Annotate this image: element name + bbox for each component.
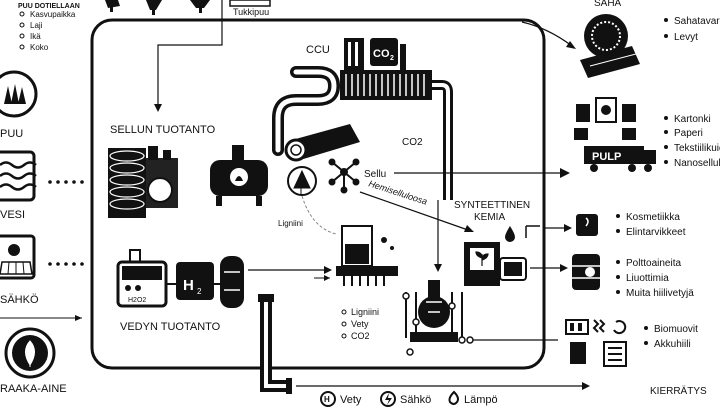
svg-text:CO: CO [373,48,390,60]
recycle-item: Akkuhiili [654,339,691,350]
pipe-to-ccu [272,66,341,156]
recycle-products-icon [565,319,627,367]
hydrogen-production-label: VEDYN TUOTANTO [120,321,221,333]
ccu-label: CCU [306,44,330,56]
synthetic-chem-label-1: SYNTEETTINEN [454,200,530,211]
pulp-item: Tekstiilikuidut [674,143,720,154]
reactor-output-item: Ligniini [351,307,379,317]
cellulose-label: Sellu [364,169,386,180]
wood-log-icon [284,124,360,162]
leaf-icon [4,327,56,379]
ccu-unit-icon: CO 2 [340,38,432,100]
pulp-mill-icon [108,145,268,218]
hydrogen-icon [320,391,336,407]
left-inputs: PUU VESI SÄHKÖ RAAKA-AINE [0,70,84,395]
synthetic-chem-label-2: KEMIA [474,212,505,223]
tree-info-item: Koko [30,43,49,52]
recycle-item: Biomuovit [654,324,698,335]
input-label-vesi: VESI [0,209,25,221]
tree-info-block: PUU DOTIELLAAN Kasvupaikka Laji Ikä Koko… [18,0,271,52]
cosmetics-item: Kosmetiikka [626,212,680,223]
fuel-item: Liuottimia [626,273,669,284]
hemicellulose-label: Hemiselluloosa [367,178,428,206]
sawmill-icon [580,14,640,78]
legend-label-sahko: Sähkö [400,394,431,406]
co2-badge [370,38,398,66]
pulp-truck-icon: PULP [574,97,656,172]
pulp-item: Kartonki [674,114,711,125]
input-label-sahko: SÄHKÖ [0,294,39,306]
hydrogen-plant-icon: H2O2 H 2 [116,249,244,308]
pulp-item: Paperi [674,128,703,139]
cosmetics-item: Elintarvikkeet [626,227,686,238]
recycling-label: KIERRÄTYS [650,385,707,397]
sawmill-item: Sahatavara [674,16,720,27]
tree-info-item: Laji [30,21,43,30]
fuel-item: Polttoaineita [626,258,681,269]
synthetic-chem-icon [464,226,527,286]
svg-text:2: 2 [390,55,394,62]
cosmetics-icon [576,214,598,236]
reactor-icon [336,225,398,286]
tree-icons-top [105,0,210,15]
fuel-item: Muita hiilivetyjä [626,288,694,299]
main-process-frame [90,18,546,370]
forest-icon [0,70,38,118]
tree-molecule-icon [287,166,317,196]
legend-label-lampo: Lämpö [464,394,498,406]
water-waves-icon [0,150,36,202]
h2-tank-label: H [183,277,194,294]
tree-info-item: Ikä [30,32,41,41]
sawmill-label: SAHA [594,0,622,9]
molecule-icon [328,158,360,194]
pulp-truck-label: PULP [592,151,621,163]
flame-icon [448,390,459,405]
fuel-drum-icon [572,254,600,290]
tree-info-header: PUU DOTIELLAAN [18,3,80,10]
reactor-output-item: CO2 [351,331,370,341]
log-label: Tukkipuu [233,7,269,17]
input-label-puu: PUU [0,128,23,140]
distillation-flask-icon [402,280,558,356]
h2o2-label: H2O2 [128,297,146,304]
co2-flow-label: CO2 [402,137,423,148]
tree-info-item: Kasvupaikka [30,10,76,19]
legend-label-vety: Vety [340,394,362,406]
legend: H Vety Sähkö Lämpö [320,390,498,407]
svg-text:2: 2 [197,287,202,296]
input-label-raaka-aine: RAAKA-AINE [0,383,67,395]
sawmill-item: Levyt [674,32,698,43]
reactor-output-item: Vety [351,319,369,329]
lignin-label: Ligniini [278,219,303,228]
pulp-item: Nanoselluloosa [674,158,720,169]
svg-text:H: H [324,395,330,404]
solar-panel-icon [0,234,36,280]
log-icon [229,0,271,7]
lightning-icon [380,391,396,407]
pulp-production-label: SELLUN TUOTANTO [110,124,216,136]
